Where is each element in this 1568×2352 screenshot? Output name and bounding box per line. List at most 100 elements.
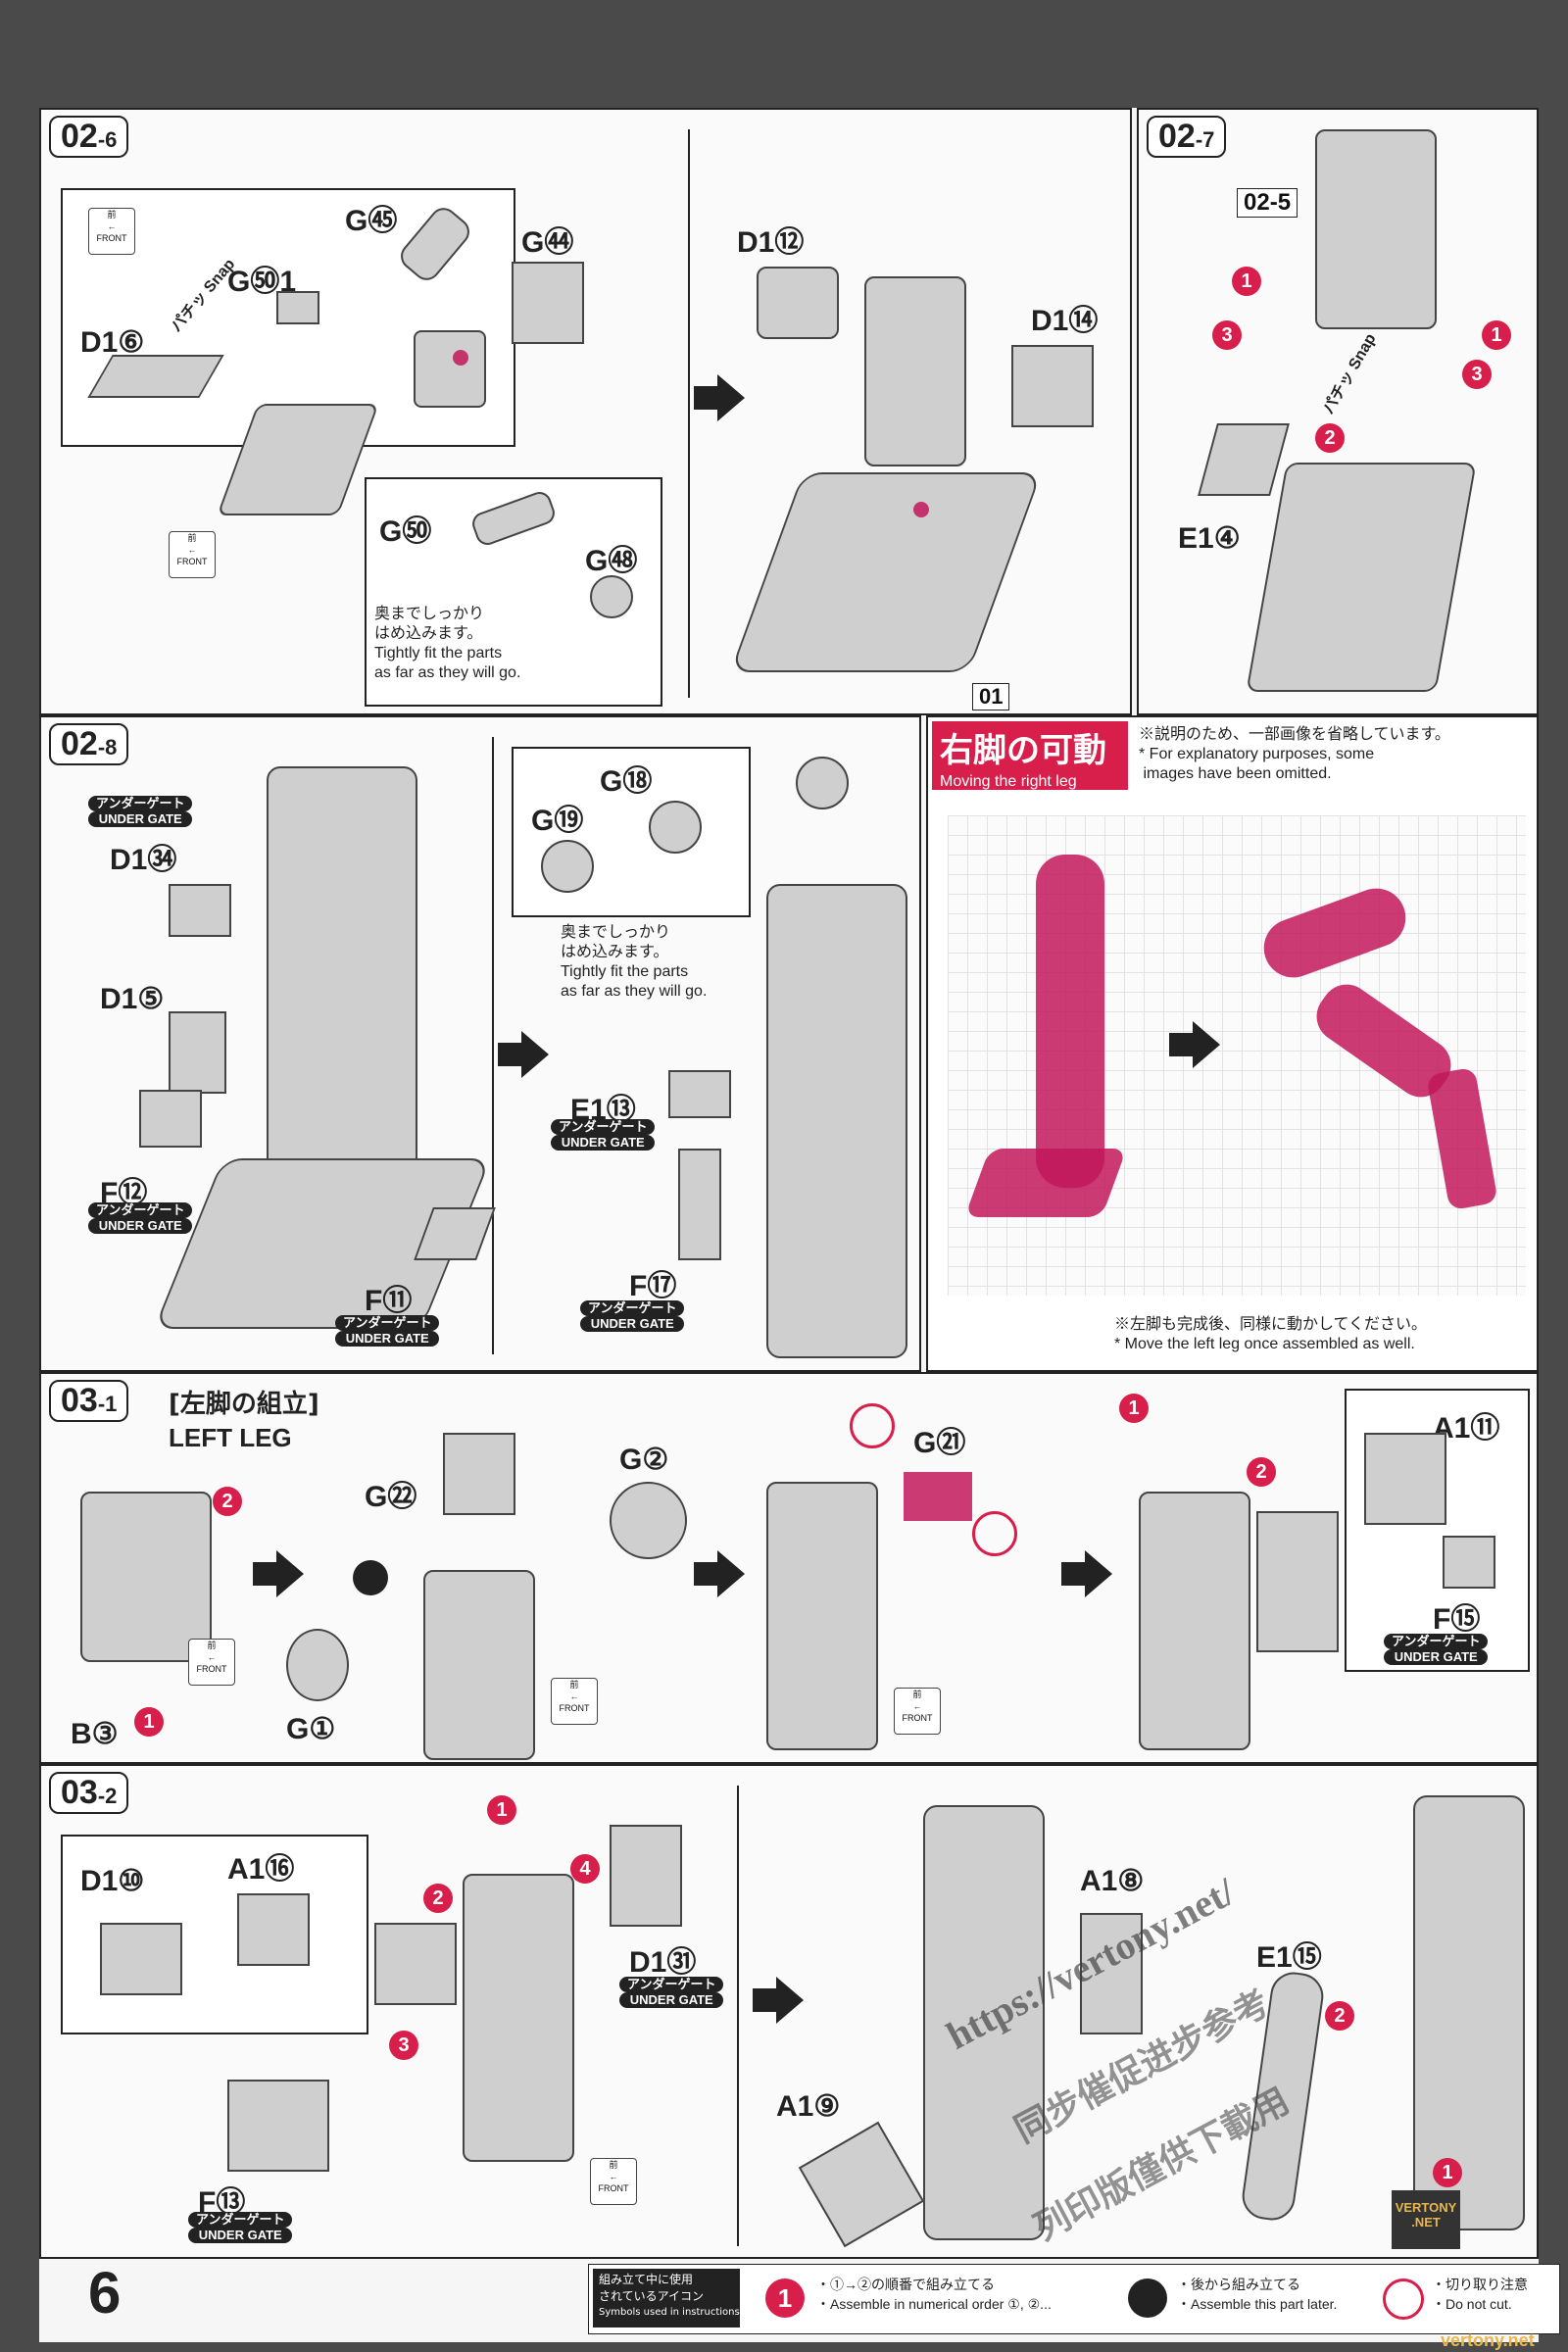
leg-straight-foot [964,1149,1127,1217]
part-body-small [414,330,486,408]
part-d110 [100,1923,182,1995]
part-d131 [610,1825,682,1927]
legend-cut: ・切り取り注意・Do not cut. [1432,2277,1528,2312]
label-g22: G㉒ [365,1481,417,1513]
part-d134 [169,884,231,937]
note-tight-fit: 奥までしっかり はめ込みます。Tightly fit the parts as … [561,924,708,1000]
front-icon-2: 前←FRONT [169,531,216,578]
watermark-footer: vertony.net [1441,2330,1535,2350]
part-thigh-frame [423,1570,535,1760]
label-f11: F⑪ [365,1285,413,1317]
front-icon-3: 前←FRONT [894,1688,941,1735]
part-f15 [1443,1536,1495,1589]
part-ball-joint [796,757,849,809]
assemble-later-icon [353,1560,388,1595]
omit-note: ※説明のため、一部画像を省略しています。* For explanatory pu… [1139,726,1450,782]
step-badge-3: 3 [389,2031,418,2060]
step-badge-3: 3 [1212,320,1242,350]
label-a19: A1⑨ [776,2090,841,2123]
divider [492,737,494,1354]
next-arrow-3 [1061,1550,1112,1597]
do-not-cut-icon-2 [972,1511,1017,1556]
front-icon-2: 前←FRONT [551,1678,598,1725]
part-leg-frame [463,1874,574,2162]
part-d15 [169,1011,226,1094]
step-code: 02-8 [49,723,129,765]
left-leg-title-jp: [左脚の組立] [169,1390,319,1419]
watermark-logo: VERTONY .NET [1392,2190,1460,2249]
front-icon: 前←FRONT [590,2158,637,2205]
label-b3: B③ [71,1718,119,1750]
ref-box-01: 01 [972,683,1010,710]
front-icon: 前←FRONT [88,208,135,255]
step-code: 02-6 [49,116,129,158]
next-arrow [253,1550,304,1597]
next-arrow [498,1031,549,1078]
part-d112 [757,267,839,339]
part-g18 [649,801,702,854]
part-f17 [678,1149,721,1260]
step-code: 03-1 [49,1380,129,1422]
label-e115: E1⑮ [1256,1941,1322,1974]
move-title-jp: 右脚の可動 [940,731,1106,770]
legend-later: ・後から組み立てる・Assemble this part later. [1177,2277,1338,2312]
part-a18 [1080,1913,1143,2034]
label-d112: D1⑫ [737,226,805,259]
label-d16: D1⑥ [80,326,145,359]
later-icon [1128,2278,1167,2318]
label-g50: G㊿ [379,515,432,548]
step-badge-2: 2 [1315,423,1345,453]
step-code: 02-7 [1147,116,1227,158]
label-d114: D1⑭ [1031,305,1099,337]
part-leg-full-2 [766,884,907,1358]
label-e14: E1④ [1178,522,1241,555]
part-side-panel [374,1923,457,2005]
label-g18: G⑱ [600,765,653,798]
cut-icon [1383,2278,1424,2320]
step-badge-2: 2 [213,1487,242,1516]
part-a19 [798,2121,925,2248]
joint-marker [453,350,468,366]
part-a116 [237,1893,310,1966]
label-g48: G㊽ [585,545,638,577]
joint-marker-2 [913,502,929,517]
divider [737,1786,739,2246]
part-g51 [276,291,319,324]
label-a116: A1⑯ [227,1853,295,1886]
next-arrow [1169,1021,1220,1068]
next-arrow [694,374,745,421]
label-g44: G㊹ [521,226,574,259]
label-d110: D1⑩ [80,1865,145,1897]
label-g1: G① [286,1713,336,1745]
note-tight-fit: 奥までしっかり はめ込みます。Tightly fit the parts as … [374,606,521,681]
part-leg-assembled [923,1805,1045,2240]
legend-order: ・①→②の順番で組み立てる・Assemble in numerical orde… [816,2277,1052,2312]
do-not-cut-icon [850,1403,895,1448]
page-number: 6 [88,2260,122,2326]
step-badge-1: 1 [487,1795,516,1825]
step-badge-2: 2 [1325,2001,1354,2031]
step-badge-2: 2 [423,1884,453,1913]
label-d131: D1㉛ [629,1946,697,1979]
part-g22 [443,1433,515,1515]
label-g21: G㉑ [913,1427,966,1459]
part-f13 [227,2080,329,2172]
part-f12 [139,1090,202,1148]
step-02-7-panel: 02-7 02-5 E1④ パチッ Snap 1 1 2 3 3 [1137,108,1539,715]
front-icon: 前←FRONT [188,1639,235,1686]
step-badge-3b: 3 [1462,360,1492,389]
step-badge-1b: 1 [1482,320,1511,350]
part-knee-guard [1256,1511,1339,1652]
part-g48 [590,575,633,618]
step-badge-1: 1 [1433,2158,1462,2187]
order-icon: 1 [765,2278,805,2318]
